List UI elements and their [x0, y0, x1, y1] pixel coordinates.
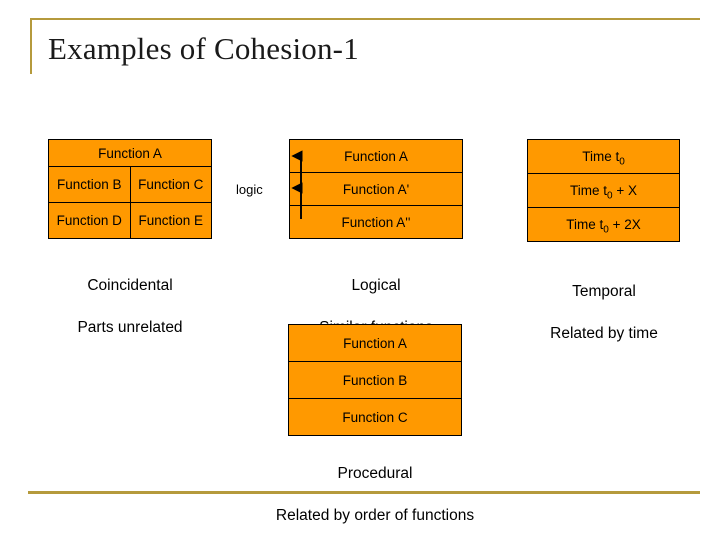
slide-top-rule	[30, 18, 700, 20]
table-row: Function D Function E	[48, 202, 212, 239]
page-title: Examples of Cohesion-1	[48, 31, 359, 66]
diagram-procedural: Function A Function B Function C	[288, 324, 462, 436]
time-subscript: 0	[607, 190, 613, 202]
caption-line-1: Logical	[351, 277, 401, 294]
table-row: Function A	[289, 139, 463, 173]
time-suffix: + 2X	[608, 217, 641, 232]
cell-function-b: Function B	[48, 166, 131, 203]
caption-temporal: Temporal Related by time	[509, 260, 699, 365]
table-row: Function B	[288, 361, 462, 399]
diagram-temporal: Time t0 Time t0 + X Time t0 + 2X	[527, 139, 680, 242]
table-row: Function A'	[289, 172, 463, 206]
diagram-logical: Function A Function A' Function A''	[289, 139, 463, 239]
slide-left-rule	[30, 18, 32, 74]
cell-function-a: Function A	[289, 139, 463, 173]
cell-function-a-double-prime: Function A''	[289, 205, 463, 239]
diagram-coincidental: Function A Function B Function C Functio…	[48, 139, 212, 239]
cell-function-a-prime: Function A'	[289, 172, 463, 206]
table-row: Function A	[48, 139, 212, 167]
coincidental-table: Function A Function B Function C Functio…	[48, 139, 212, 239]
time-prefix: Time t	[566, 217, 604, 232]
cell-function-d: Function D	[48, 202, 131, 239]
slide-bottom-rule	[28, 491, 700, 494]
caption-line-2: Related by time	[550, 325, 658, 342]
caption-line-1: Temporal	[572, 283, 636, 300]
caption-line-1: Coincidental	[87, 277, 173, 294]
table-row: Time t0 + X	[527, 173, 680, 208]
table-row: Function B Function C	[48, 166, 212, 203]
time-prefix: Time t	[582, 149, 620, 164]
caption-line-2: Parts unrelated	[77, 319, 183, 336]
time-prefix: Time t	[570, 183, 608, 198]
cell-function-e: Function E	[129, 202, 212, 239]
time-subscript: 0	[603, 224, 609, 236]
cell-time-t0-plus-2x: Time t0 + 2X	[527, 207, 680, 242]
temporal-table: Time t0 Time t0 + X Time t0 + 2X	[527, 139, 680, 242]
logical-table: Function A Function A' Function A''	[289, 139, 463, 239]
caption-coincidental: Coincidental Parts unrelated	[35, 254, 225, 359]
caption-procedural: Procedural Related by order of functions	[215, 442, 535, 547]
cell-function-b: Function B	[288, 361, 462, 399]
cell-function-c: Function C	[288, 398, 462, 436]
table-row: Function A''	[289, 205, 463, 239]
table-row: Time t0 + 2X	[527, 207, 680, 242]
cell-time-t0-plus-x: Time t0 + X	[527, 173, 680, 208]
time-suffix: + X	[612, 183, 637, 198]
caption-line-1: Procedural	[337, 465, 413, 482]
caption-line-2: Related by order of functions	[275, 507, 475, 524]
cell-time-t0: Time t0	[527, 139, 680, 174]
cell-function-a: Function A	[288, 324, 462, 362]
table-row: Function C	[288, 398, 462, 436]
time-subscript: 0	[619, 156, 625, 168]
procedural-table: Function A Function B Function C	[288, 324, 462, 436]
table-row: Time t0	[527, 139, 680, 174]
cell-function-a: Function A	[48, 139, 212, 167]
label-logic: logic	[236, 182, 263, 197]
cell-function-c: Function C	[129, 166, 212, 203]
table-row: Function A	[288, 324, 462, 362]
